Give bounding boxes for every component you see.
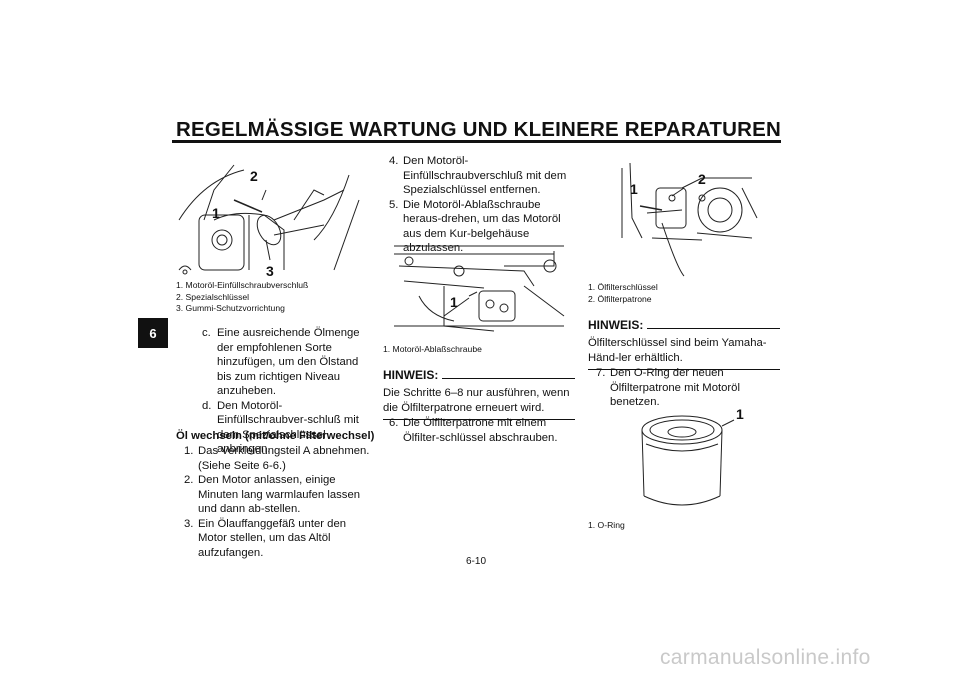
caption-item: 2. Spezialschlüssel — [176, 291, 250, 302]
step-text: Eine ausreichende Ölmenge der empfohlene… — [217, 327, 360, 397]
step-number: 2. — [184, 474, 194, 486]
step-text: Die Ölfilterpatrone mit einem Ölfilter-s… — [403, 417, 558, 444]
chapter-tab-label: 6 — [149, 325, 157, 341]
step-text: Den Motoröl-Einfüllschraubver-schluß mit… — [217, 399, 359, 456]
note-text: Ölfilterschlüssel sind beim Yamaha-Händ-… — [588, 332, 780, 370]
list-item: 1. Das Verkleidungsteil A abnehmen. (Sieh… — [184, 444, 370, 473]
step-text: Das Verkleidungsteil A abnehmen. (Siehe … — [198, 445, 370, 472]
page-number: 6-10 — [466, 556, 487, 567]
steps-4-5: 4. Den Motoröl-Einfüllschraubverschluß mi… — [389, 154, 579, 256]
title-rule — [172, 140, 781, 143]
figure-drain-bolt — [394, 245, 565, 332]
list-item: 7. Den O-Ring der neuen Ölfilterpatrone m… — [596, 366, 782, 410]
steps-cd: c. Eine ausreichende Ölmenge der empfohle… — [202, 326, 372, 457]
step-number: c. — [202, 327, 211, 339]
step-number: 6. — [389, 417, 399, 429]
callout-1: 1 — [450, 294, 458, 310]
note-rule — [442, 378, 575, 379]
note-heading-label: HINWEIS: — [383, 368, 439, 382]
note-text: Die Schritte 6–8 nur ausführen, wenn die… — [383, 382, 575, 420]
caption-item: 1. Motoröl-Einfüllschraubverschluß — [176, 280, 309, 290]
section-heading: Öl wechseln (mit/ohne Filterwechsel) — [176, 430, 375, 442]
figure-oil-filter-oring — [641, 415, 735, 506]
list-item: 2. Den Motor anlassen, einige Minuten lan… — [184, 473, 370, 517]
note-box: HINWEIS: Die Schritte 6–8 nur ausführen,… — [383, 368, 575, 420]
callout-1: 1 — [212, 205, 220, 221]
steps-1-3: 1. Das Verkleidungsteil A abnehmen. (Sieh… — [184, 444, 370, 560]
step-number: d. — [202, 399, 212, 412]
figure-captions: 1. Motoröl-Einfüllschraubverschluß 2. Sp… — [176, 280, 366, 315]
list-item: 3. Ein Ölauffanggefäß unter den Motor ste… — [184, 517, 370, 561]
page-title: REGELMÄSSIGE WARTUNG UND KLEINERE REPARA… — [176, 118, 782, 141]
list-item: 6. Die Ölfilterpatrone mit einem Ölfilter… — [389, 416, 575, 445]
watermark: carmanualsonline.info — [660, 646, 871, 669]
figure-oil-filler-cap — [178, 164, 360, 275]
chapter-tab: 6 — [138, 318, 168, 348]
caption-item: 1. Ölfilterschlüssel — [588, 282, 658, 292]
step-number: 4. — [389, 155, 399, 167]
callout-2: 2 — [698, 171, 706, 187]
figure-oil-filter-wrench — [621, 162, 758, 277]
figure-captions: 1. Ölfilterschlüssel 2. Ölfilterpatrone — [588, 282, 658, 305]
list-item: 5. Die Motoröl-Ablaßschraube heraus-drehe… — [389, 198, 579, 256]
note-heading: HINWEIS: — [383, 368, 575, 382]
note-rule — [647, 328, 780, 329]
caption-item: 3. Gummi-Schutzvorrichtung — [176, 303, 285, 313]
figure-caption: 1. Motoröl-Ablaßschraube — [383, 344, 482, 354]
step-number: 7. — [596, 367, 606, 379]
callout-2: 2 — [250, 168, 258, 184]
step-number: 5. — [389, 198, 399, 211]
step-text: Den O-Ring der neuen Ölfilterpatrone mit… — [610, 367, 740, 408]
note-box: HINWEIS: Ölfilterschlüssel sind beim Yam… — [588, 318, 780, 370]
callout-3: 3 — [266, 263, 274, 279]
list-item: c. Eine ausreichende Ölmenge der empfohle… — [202, 326, 372, 399]
step-number: 1. — [184, 445, 194, 457]
caption-item: 2. Ölfilterpatrone — [588, 293, 652, 304]
note-heading: HINWEIS: — [588, 318, 780, 332]
step-6: 6. Die Ölfilterpatrone mit einem Ölfilter… — [389, 416, 575, 445]
step-text: Die Motoröl-Ablaßschraube heraus-drehen,… — [403, 198, 561, 255]
step-text: Ein Ölauffanggefäß unter den Motor stell… — [198, 517, 347, 559]
figure-caption: 1. O-Ring — [588, 520, 625, 530]
note-heading-label: HINWEIS: — [588, 318, 644, 332]
step-text: Den Motoröl-Einfüllschraubverschluß mit … — [403, 155, 567, 196]
step-number: 3. — [184, 517, 194, 530]
list-item: d. Den Motoröl-Einfüllschraubver-schluß m… — [202, 399, 372, 457]
list-item: 4. Den Motoröl-Einfüllschraubverschluß mi… — [389, 154, 579, 198]
step-text: Den Motor anlassen, einige Minuten lang … — [198, 474, 361, 515]
step-7: 7. Den O-Ring der neuen Ölfilterpatrone m… — [596, 366, 782, 410]
callout-1: 1 — [736, 406, 744, 422]
callout-1: 1 — [630, 181, 638, 197]
